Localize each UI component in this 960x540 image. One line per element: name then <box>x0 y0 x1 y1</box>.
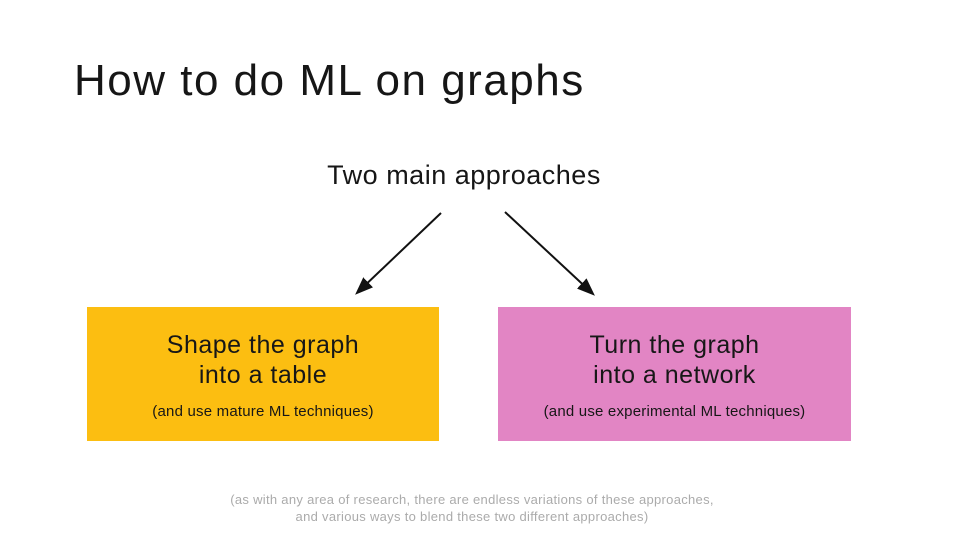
left-approach-box: Shape the graph into a table (and use ma… <box>87 307 439 441</box>
left-arrow-icon <box>355 212 442 295</box>
right-approach-heading: Turn the graph into a network <box>589 331 760 389</box>
left-approach-heading: Shape the graph into a table <box>166 331 360 389</box>
footnote: (as with any area of research, there are… <box>230 492 714 524</box>
left-approach-note: (and use mature ML techniques) <box>152 403 374 420</box>
two-main-approaches-label: Two main approaches <box>327 160 601 190</box>
right-arrow-icon <box>504 211 595 296</box>
slide-title: How to do ML on graphs <box>74 56 585 105</box>
right-approach-note: (and use experimental ML techniques) <box>543 403 806 420</box>
right-approach-box: Turn the graph into a network (and use e… <box>498 307 851 441</box>
